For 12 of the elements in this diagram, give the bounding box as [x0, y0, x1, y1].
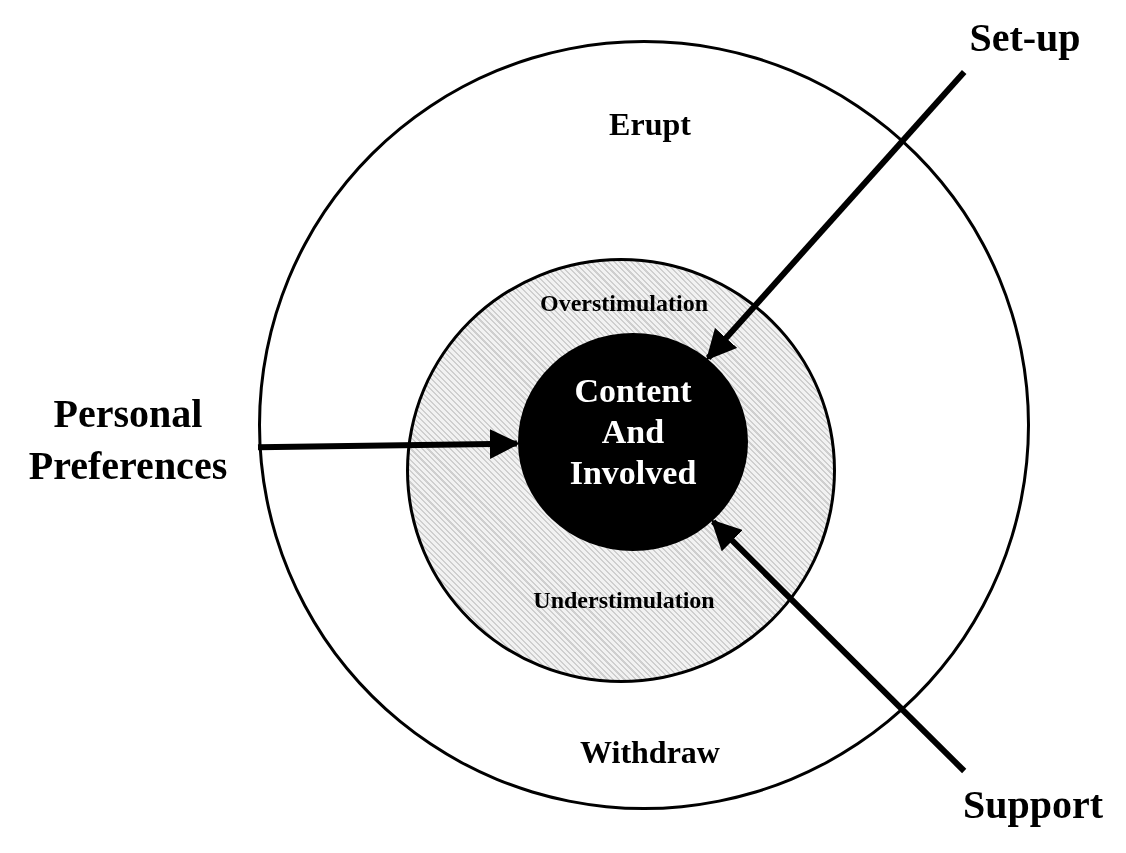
factor-label: Personal Preferences	[0, 385, 256, 495]
ring-label: Erupt	[609, 105, 691, 144]
ring-label: Withdraw	[580, 733, 720, 772]
factor-label: Support	[940, 775, 1126, 835]
arrow	[705, 70, 967, 361]
arrow	[711, 519, 967, 774]
center-circle	[518, 333, 748, 551]
ring-label: Understimulation	[533, 586, 715, 615]
arrow	[257, 428, 520, 459]
ring-label: Overstimulation	[540, 289, 708, 318]
ring-label: Content And Involved	[568, 371, 698, 493]
factor-label: Set-up	[930, 8, 1120, 68]
